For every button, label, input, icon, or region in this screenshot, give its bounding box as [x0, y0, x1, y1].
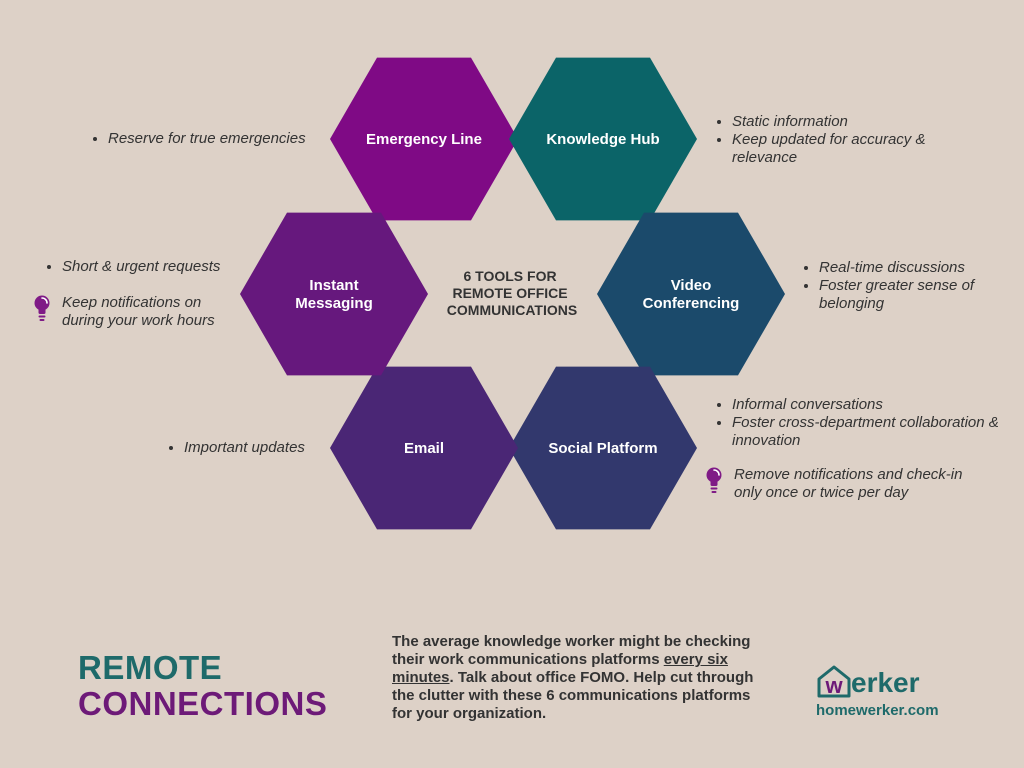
label-line: Conferencing	[643, 295, 740, 312]
brand-w: w	[824, 673, 843, 698]
note-item: Static information	[732, 113, 952, 131]
center-title-line: REMOTE OFFICE	[452, 285, 567, 301]
note-item: Informal conversations	[732, 396, 1012, 414]
title-line-1: REMOTE	[78, 649, 223, 686]
note-item: Reserve for true emergencies	[108, 130, 328, 148]
note-item: Important updates	[184, 439, 334, 457]
label-line: Social Platform	[548, 440, 657, 457]
lightbulb-icon	[706, 467, 722, 493]
label-line: Instant	[309, 277, 358, 294]
house-icon: w	[817, 665, 851, 698]
label-line: Video	[671, 277, 712, 294]
tip-instant-messaging: Keep notifications on during your work h…	[32, 294, 242, 330]
note-video-conferencing: Real-time discussions Foster greater sen…	[799, 259, 1004, 313]
note-knowledge-hub: Static information Keep updated for accu…	[712, 113, 952, 167]
tip-text: Keep notifications on during your work h…	[62, 294, 215, 329]
label-line: Messaging	[295, 295, 373, 312]
brand-url: homewerker.com	[816, 702, 939, 719]
label-knowledge-hub: Knowledge Hub	[546, 131, 659, 148]
note-instant-messaging: Short & urgent requests	[42, 258, 242, 276]
blurb-text: The average knowledge worker might be ch…	[392, 633, 751, 668]
hexagon-video-conferencing	[597, 212, 785, 376]
page-title: REMOTE CONNECTIONS	[78, 650, 327, 722]
label-email: Email	[404, 440, 444, 457]
note-item: Short & urgent requests	[62, 258, 242, 276]
center-title: 6 TOOLS FOR REMOTE OFFICE COMMUNICATIONS	[447, 268, 577, 318]
center-title-line: COMMUNICATIONS	[447, 302, 577, 318]
label-social-platform: Social Platform	[548, 440, 657, 457]
title-line-2: CONNECTIONS	[78, 685, 328, 722]
blurb-text: . Talk about office FOMO. Help cut throu…	[392, 669, 754, 722]
blurb-link-text: every six minutes	[392, 651, 728, 686]
label-emergency-line: Emergency Line	[366, 131, 482, 148]
hexagon-email	[330, 366, 518, 530]
tip-social-platform: Remove notifications and check-in only o…	[704, 466, 974, 502]
brand-logo: w erker homewerker.com	[816, 664, 986, 719]
hexagon-social-platform	[509, 366, 697, 530]
note-item: Real-time discussions	[819, 259, 1004, 277]
hexagon-instant-messaging	[240, 212, 428, 376]
note-item: Keep updated for accuracy & relevance	[732, 131, 952, 167]
note-emergency-line: Reserve for true emergencies	[88, 130, 328, 148]
brand-name: erker	[851, 667, 920, 698]
hexagon-knowledge-hub	[509, 57, 697, 221]
tip-text: Remove notifications and check-in only o…	[734, 466, 963, 501]
note-item: Foster greater sense of belonging	[819, 277, 1004, 313]
lightbulb-icon	[34, 295, 50, 321]
note-social-platform: Informal conversations Foster cross-depa…	[712, 396, 1012, 450]
label-line: Knowledge Hub	[546, 131, 659, 148]
note-email: Important updates	[164, 439, 334, 457]
label-line: Emergency Line	[366, 131, 482, 148]
note-item: Foster cross-department collaboration & …	[732, 414, 1012, 450]
label-line: Email	[404, 440, 444, 457]
center-title-line: 6 TOOLS FOR	[464, 268, 557, 284]
intro-blurb: The average knowledge worker might be ch…	[392, 633, 767, 723]
brand-wordmark: w erker	[816, 664, 986, 698]
hexagon-emergency-line	[330, 57, 518, 221]
